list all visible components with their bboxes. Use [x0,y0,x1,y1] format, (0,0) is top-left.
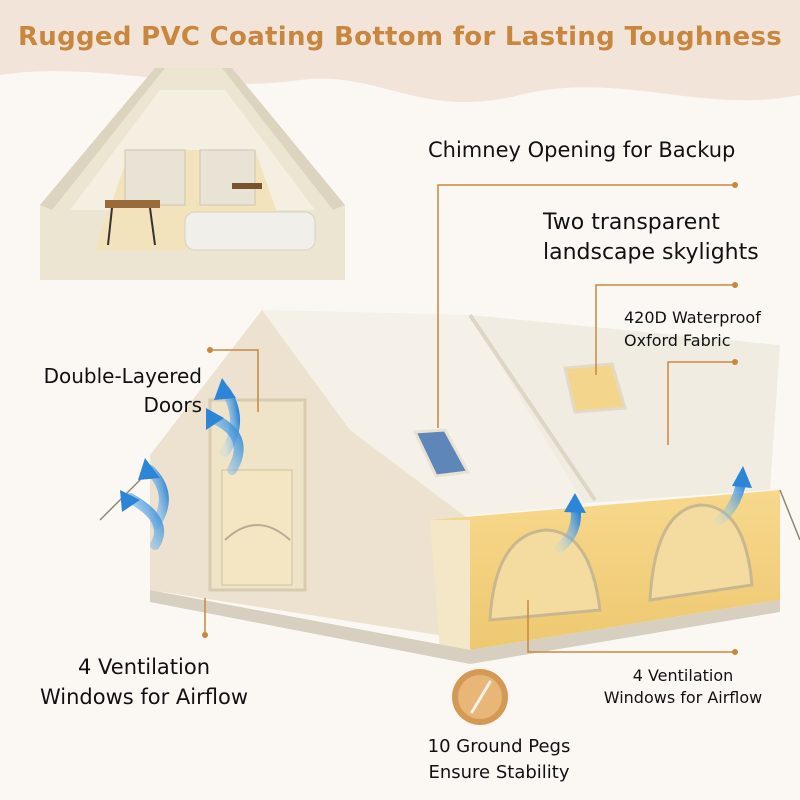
ground-peg-icon [452,669,508,725]
chimney-callout: Chimney Opening for Backup [428,138,735,162]
ventilation-right-line2: Windows for Airflow [603,688,763,707]
main-tent-photo [99,310,800,664]
headline: Rugged PVC Coating Bottom for Lasting To… [17,22,783,52]
fabric-callout-line1: 420D Waterproof [624,308,761,327]
doors-callout-line1: Double-Layered [43,364,202,388]
doors-callout: Double-Layered Doors [20,362,202,420]
ventilation-left-line1: 4 Ventilation [78,655,210,679]
fabric-callout: 420D Waterproof Oxford Fabric [624,306,761,352]
interior-tent-photo [40,68,345,280]
callout-endpoints [202,182,738,655]
ventilation-left-line2: Windows for Airflow [39,685,249,709]
chimney-callout-text: Chimney Opening for Backup [428,138,736,162]
ground-pegs-line2: Ensure Stability [428,762,570,783]
ventilation-callout-right: 4 Ventilation Windows for Airflow [588,665,778,709]
fabric-callout-line2: Oxford Fabric [624,331,731,350]
doors-callout-line2: Doors [143,393,202,417]
skylights-callout-line2: landscape skylights [543,240,759,265]
ventilation-right-line1: 4 Ventilation [632,666,734,685]
skylights-callout: Two transparent landscape skylights [543,208,759,268]
airflow-arrowheads [120,378,752,513]
callout-leader-lines [204,184,735,653]
skylights-callout-line1: Two transparent [543,210,720,235]
ground-pegs-callout: 10 Ground Pegs Ensure Stability [404,734,594,786]
ventilation-callout-left: 4 Ventilation Windows for Airflow [28,652,260,712]
ground-pegs-line1: 10 Ground Pegs [427,736,571,757]
